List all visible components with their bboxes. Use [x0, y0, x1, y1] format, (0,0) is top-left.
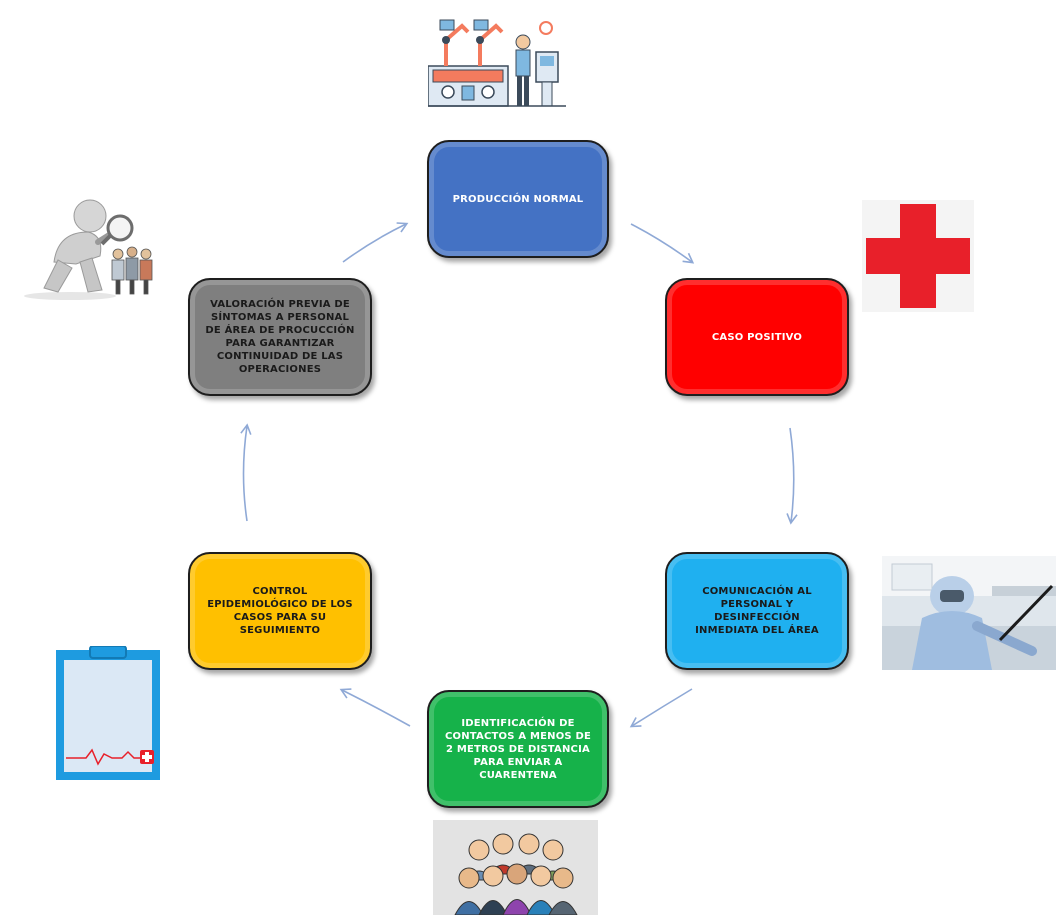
- step-label: IDENTIFICACIÓN DE CONTACTOS A MENOS DE 2…: [444, 717, 592, 781]
- step-produccion-normal: PRODUCCIÓN NORMAL: [427, 140, 609, 258]
- step-comunicacion-desinfeccion: COMUNICACIÓN AL PERSONAL Y DESINFECCIÓN …: [665, 552, 849, 670]
- step-identificacion-contactos: IDENTIFICACIÓN DE CONTACTOS A MENOS DE 2…: [427, 690, 609, 808]
- arrow-comunicacion-to-identificacion: [629, 688, 693, 728]
- step-valoracion-sintomas: VALORACIÓN PREVIA DE SÍNTOMAS A PERSONAL…: [188, 278, 372, 396]
- arrow-control-to-valoracion: [240, 423, 252, 522]
- red-cross-icon: [862, 200, 974, 312]
- step-label: COMUNICACIÓN AL PERSONAL Y DESINFECCIÓN …: [695, 586, 819, 636]
- disinfection-worker-icon: [882, 556, 1056, 670]
- step-label: CASO POSITIVO: [711, 331, 803, 343]
- group-of-people-icon: [433, 820, 598, 915]
- factory-robots-icon: [428, 19, 566, 107]
- step-label: PRODUCCIÓN NORMAL: [452, 193, 584, 205]
- medical-clipboard-icon: [56, 646, 160, 780]
- inspector-magnifier-icon: [24, 199, 153, 300]
- step-control-epidemiologico: CONTROL EPIDEMIOLÓGICO DE LOS CASOS PARA…: [188, 552, 372, 670]
- arrow-valoracion-to-produccion: [342, 222, 409, 263]
- step-label: VALORACIÓN PREVIA DE SÍNTOMAS A PERSONAL…: [205, 299, 355, 375]
- arrow-caso-to-comunicacion: [786, 427, 798, 525]
- step-label: CONTROL EPIDEMIOLÓGICO DE LOS CASOS PARA…: [207, 586, 353, 636]
- arrow-identificacion-to-control: [339, 688, 411, 727]
- arrow-produccion-to-caso: [630, 223, 695, 264]
- step-caso-positivo: CASO POSITIVO: [665, 278, 849, 396]
